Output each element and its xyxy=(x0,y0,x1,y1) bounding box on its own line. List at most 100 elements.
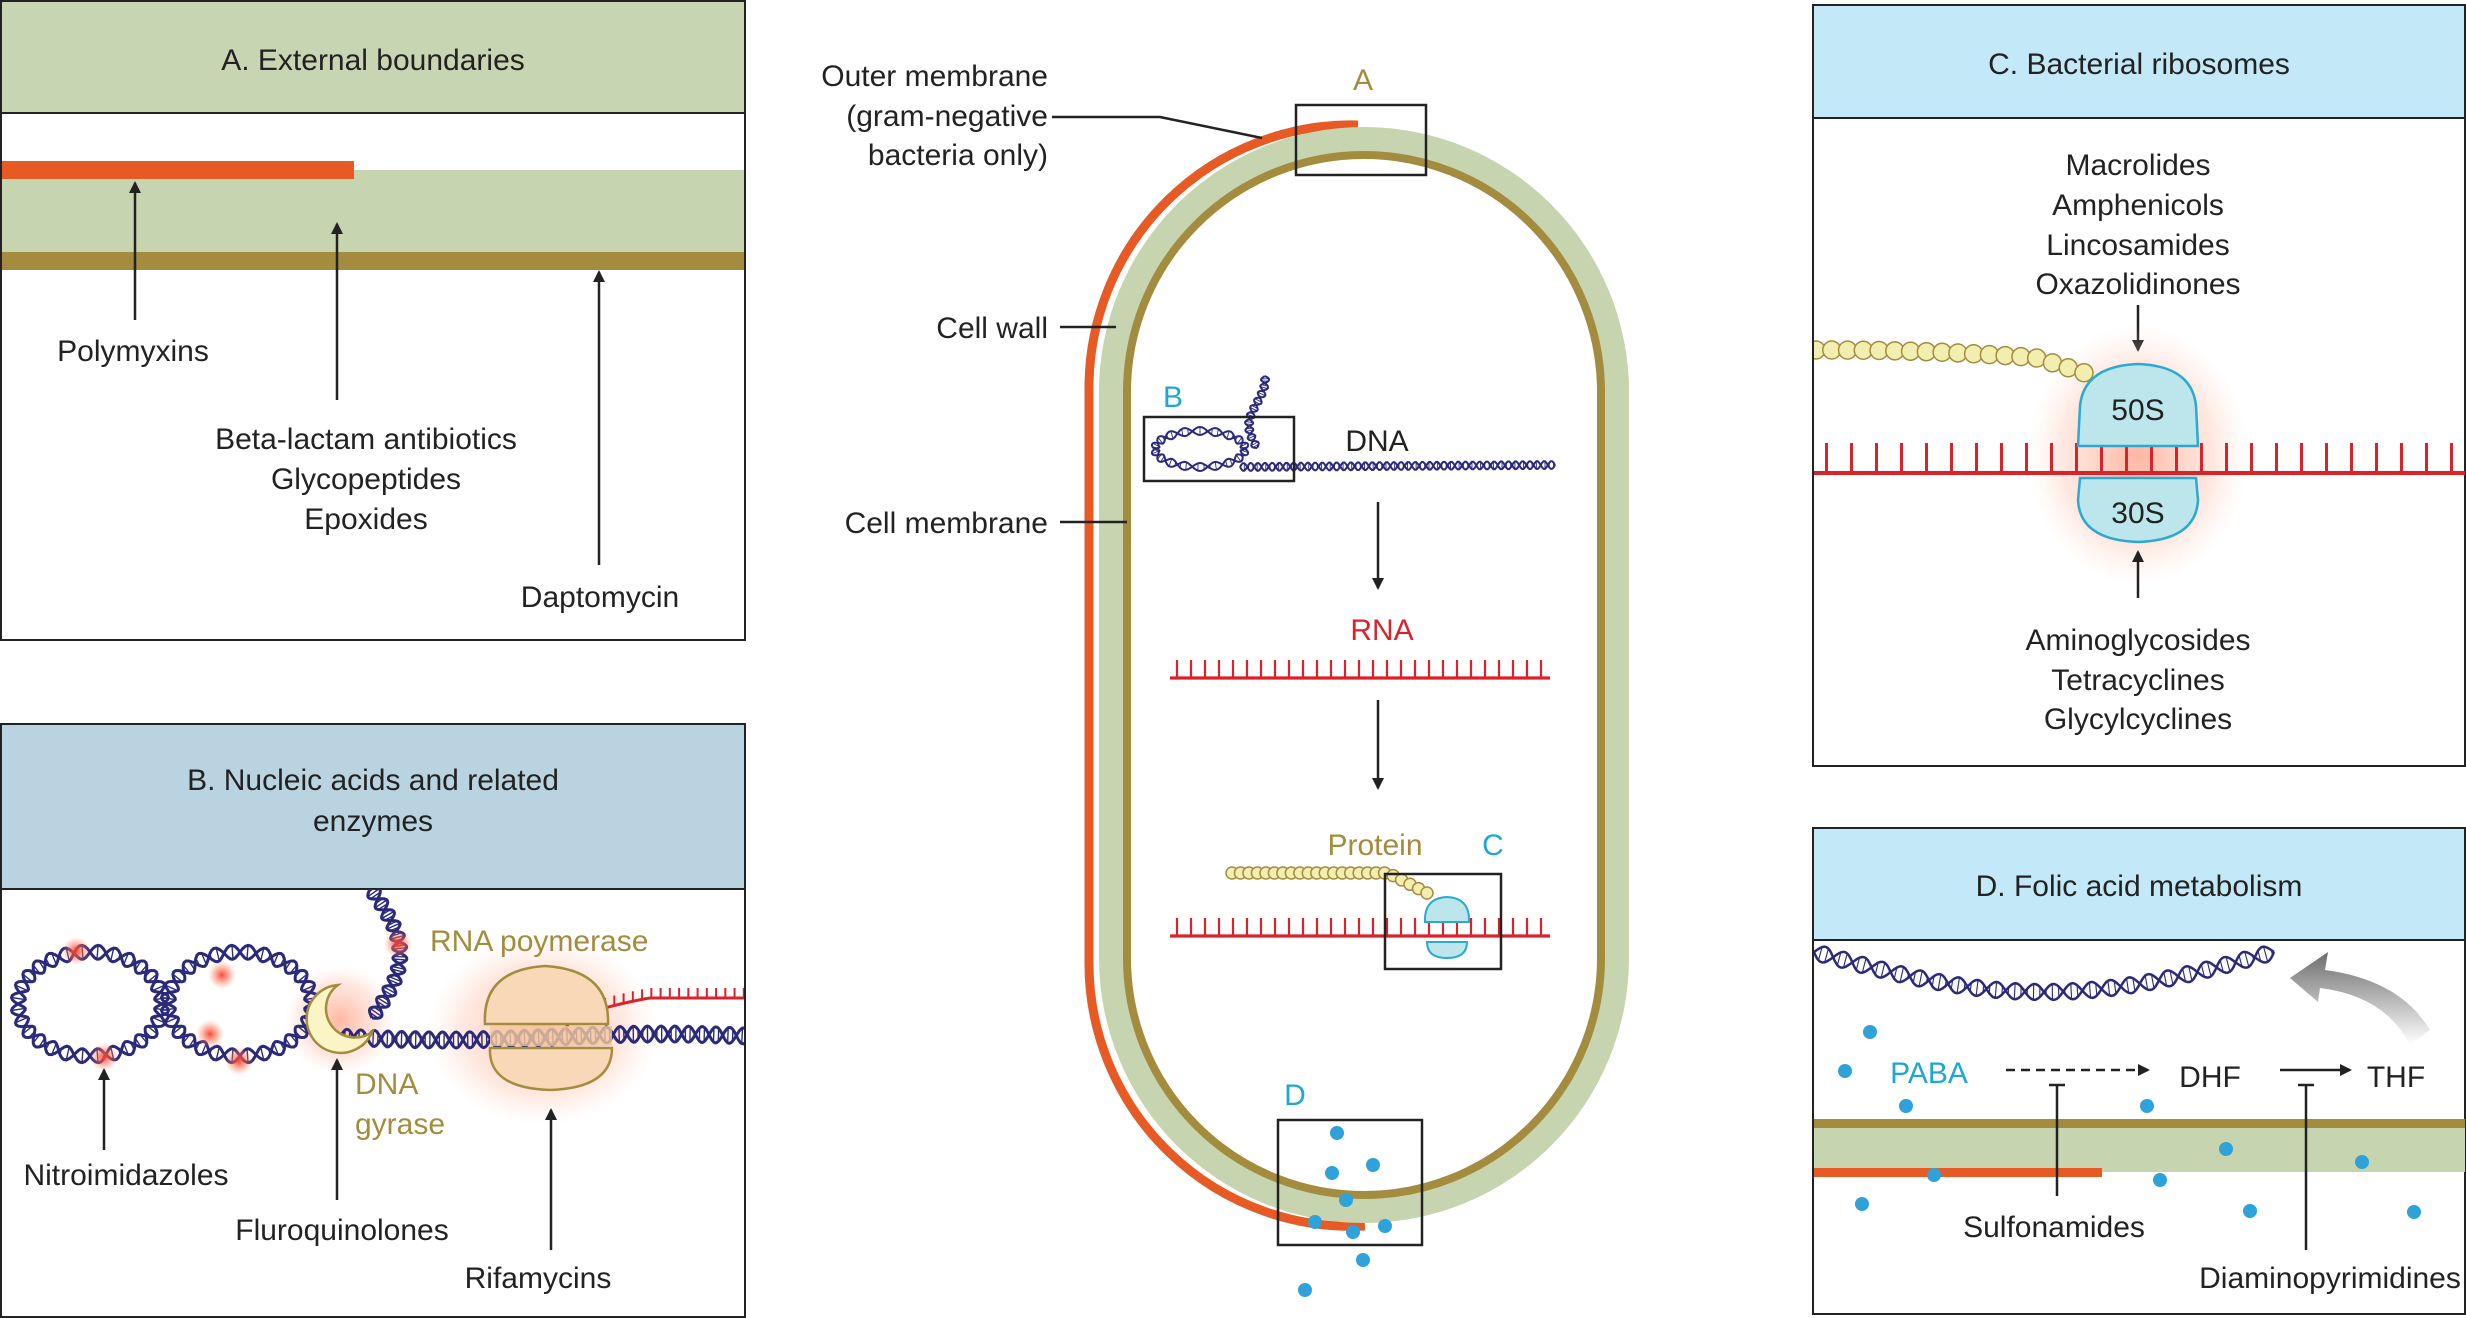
dna-rung xyxy=(2095,983,2098,996)
dna-rung xyxy=(2182,968,2187,982)
cell-dna xyxy=(1150,375,1556,473)
dna-rung xyxy=(1247,435,1256,440)
dna-rung xyxy=(165,1016,178,1024)
dna-strand xyxy=(9,943,171,1065)
nitro-spot xyxy=(90,1043,118,1071)
dna-rung xyxy=(2163,972,2168,986)
outer-membrane xyxy=(1084,120,1366,1231)
dna-rung xyxy=(1918,970,1923,987)
dna-rung xyxy=(1226,431,1230,439)
dna-rung xyxy=(1975,979,1979,996)
paba-dot xyxy=(2153,1173,2167,1187)
panel-b-title-line2: enzymes xyxy=(313,805,433,838)
dna-rung xyxy=(152,984,165,992)
zoom-box-b xyxy=(1142,415,1296,483)
dna-rung xyxy=(2144,975,2149,990)
dna-rung xyxy=(1254,398,1262,403)
label-daptomycin: Daptomycin xyxy=(521,581,679,614)
rna-polymerase-bottom-icon xyxy=(488,1046,614,1092)
dna-rung xyxy=(1880,962,1886,978)
label-dna: DNA xyxy=(1345,425,1408,458)
dna-rung xyxy=(2070,983,2073,1000)
dna-rung xyxy=(1994,981,1998,998)
cell-ribosome-30s xyxy=(1425,941,1469,960)
cell-mrna-strand xyxy=(1170,918,1550,938)
paba-dot xyxy=(2355,1155,2369,1169)
dna-rung xyxy=(1842,953,1848,968)
dna-rung xyxy=(376,997,390,1006)
dna-rung xyxy=(369,1007,382,1017)
dna-rung xyxy=(110,947,115,962)
paba-dot xyxy=(2243,1204,2257,1218)
folate-dot xyxy=(1346,1225,1360,1239)
dna-rung xyxy=(260,1046,265,1061)
ribosome-50s-icon xyxy=(2076,362,2200,448)
dna-rung xyxy=(2225,956,2231,972)
dna-rung xyxy=(741,1028,744,1044)
panel-d-header xyxy=(1812,827,2466,941)
amino-acid-bead xyxy=(2074,363,2094,383)
label-50s: 50S xyxy=(2111,394,2164,427)
label-tetracyclines: Tetracyclines xyxy=(2051,664,2224,697)
nitro-spot xyxy=(62,937,90,965)
dna-rung xyxy=(2263,946,2269,962)
folate-dot xyxy=(1308,1215,1322,1229)
dna-rung xyxy=(15,984,28,992)
dna-rung xyxy=(2206,961,2212,977)
dna-rung xyxy=(2219,959,2224,972)
dna-rung xyxy=(386,1030,389,1047)
label-rna-polymerase: RNA poymerase xyxy=(430,925,648,958)
dna-rung xyxy=(2150,974,2155,989)
nitro-spot xyxy=(196,1020,224,1048)
panel-b: B. Nucleic acids and related enzymes RNA… xyxy=(0,723,746,1318)
dna-rung xyxy=(726,1027,729,1043)
dna-rung xyxy=(2238,955,2243,967)
folate-molecules xyxy=(1298,1126,1392,1297)
dna-rung xyxy=(96,945,99,960)
dna-strand xyxy=(1814,945,2276,1002)
panel-c: C. Bacterial ribosomes Macrolides Amphen… xyxy=(1812,4,2466,767)
paba-dot xyxy=(1863,1025,1877,1039)
dna-rung xyxy=(1824,948,1829,963)
dna-rung xyxy=(381,910,395,919)
panel-d-title: D. Folic acid metabolism xyxy=(1976,870,2303,903)
dna-rung xyxy=(1216,428,1219,436)
dna-rung xyxy=(1836,952,1842,966)
cell-ribosome-50s xyxy=(1423,895,1471,923)
label-fluroquinolones: Fluroquinolones xyxy=(235,1214,448,1247)
dna-strand xyxy=(1239,460,1556,472)
label-amphenicols: Amphenicols xyxy=(2052,189,2224,222)
dna-rung xyxy=(1861,958,1867,973)
nitro-spot xyxy=(225,1047,253,1075)
paba-molecules xyxy=(1838,1025,2421,1219)
zoom-box-a xyxy=(1294,103,1428,177)
panel-a-header xyxy=(0,0,746,114)
outer-membrane-band xyxy=(2,161,354,179)
zoom-box-b-label: B xyxy=(1163,381,1183,414)
dna-rung xyxy=(2200,964,2205,977)
dna-rung xyxy=(2107,980,2111,996)
amino-acid-bead xyxy=(1420,886,1434,900)
cell-membrane-band xyxy=(2,252,744,270)
label-nitroimidazoles: Nitroimidazoles xyxy=(23,1159,228,1192)
label-aminoglycosides: Aminoglycosides xyxy=(2025,624,2250,657)
dna-rung xyxy=(1956,977,1961,994)
dna-rung xyxy=(15,1016,28,1024)
label-outer-membrane-line1: Outer membrane xyxy=(821,60,1048,93)
nitro-spot xyxy=(384,930,412,958)
label-thf: THF xyxy=(2367,1061,2425,1094)
dna-rung xyxy=(1257,391,1266,397)
label-dhf: DHF xyxy=(2179,1061,2241,1094)
folate-dot xyxy=(1356,1253,1370,1267)
dna-rung xyxy=(231,945,234,960)
dna-rung xyxy=(374,899,388,909)
dna-rung xyxy=(367,889,380,898)
dna-rung xyxy=(215,947,220,962)
dna-rung xyxy=(2113,981,2117,994)
dna-rung xyxy=(386,922,401,930)
dna-rung xyxy=(2188,966,2193,981)
dna-rung xyxy=(65,1046,70,1061)
dna-rung xyxy=(1236,454,1242,462)
folate-dot xyxy=(1330,1126,1344,1140)
dna-rung xyxy=(81,1048,84,1063)
